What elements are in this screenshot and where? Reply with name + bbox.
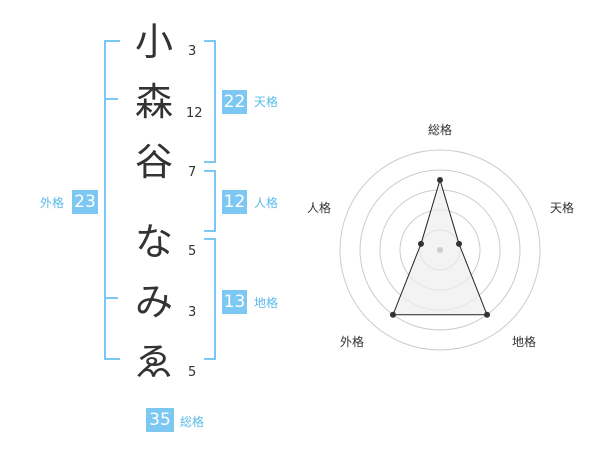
- outer-bracket-tick: [104, 98, 118, 100]
- jinkaku-value: 12: [222, 190, 247, 214]
- chikaku-label: 地格: [254, 296, 279, 310]
- radar-dots: [389, 177, 491, 318]
- axis-label-soukaku: 総格: [428, 122, 452, 137]
- radar-point-2: [456, 240, 463, 247]
- radar-ring: [339, 149, 541, 351]
- radar-point-4: [389, 311, 396, 318]
- stroke-count: 12: [186, 106, 203, 121]
- radar-point-5: [417, 240, 424, 247]
- radar-point-3: [484, 311, 491, 318]
- surname-char-2: 森: [134, 80, 173, 124]
- radar-point-1: [437, 177, 443, 183]
- chikaku-value: 13: [222, 290, 247, 314]
- stroke-count: 5: [188, 244, 197, 259]
- surname-char-3: 谷: [134, 140, 173, 184]
- jinkaku-bracket: [204, 170, 216, 232]
- tenkaku-bracket: [204, 40, 216, 163]
- chikaku-bracket: [204, 238, 216, 360]
- radar-center: [437, 247, 443, 253]
- radar-ring: [359, 169, 521, 331]
- stroke-count: 5: [188, 365, 197, 380]
- gaikaku-label: 外格: [40, 196, 65, 210]
- given-char-2: み: [134, 280, 173, 324]
- given-char-1: な: [134, 220, 173, 264]
- axis-label-tenkaku: 天格: [550, 200, 574, 215]
- given-char-3: ゑ: [134, 340, 173, 384]
- stroke-count: 7: [188, 165, 197, 180]
- axis-label-jinkaku: 人格: [307, 200, 331, 215]
- tenkaku-value: 22: [222, 90, 247, 114]
- soukaku-label: 総格: [180, 415, 205, 429]
- outer-bracket-tick: [104, 297, 118, 299]
- stroke-count: 3: [188, 44, 197, 59]
- tenkaku-label: 天格: [254, 95, 279, 109]
- axis-label-chikaku: 地格: [512, 334, 536, 349]
- jinkaku-label: 人格: [254, 196, 279, 210]
- stroke-count: 3: [188, 305, 197, 320]
- outer-bracket: [104, 40, 120, 360]
- axis-label-gaikaku: 外格: [340, 334, 364, 349]
- surname-char-1: 小: [134, 20, 173, 64]
- soukaku-value: 35: [146, 408, 174, 432]
- gaikaku-value: 23: [72, 190, 98, 214]
